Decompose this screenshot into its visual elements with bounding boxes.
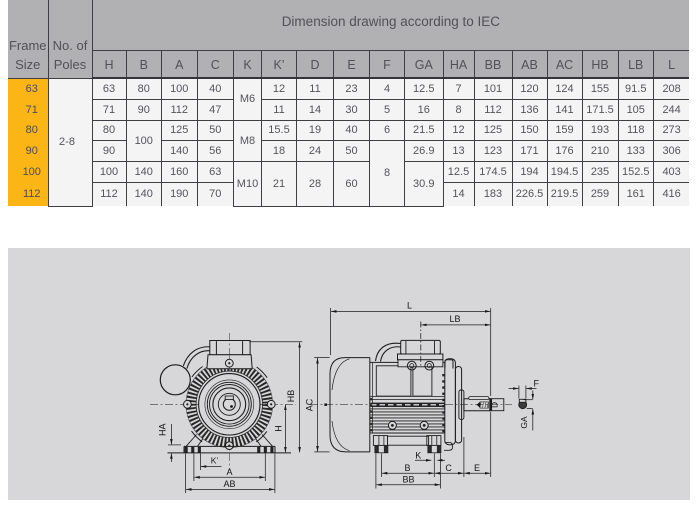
svg-text:B: B xyxy=(404,463,410,473)
svg-text:LB: LB xyxy=(449,314,460,324)
svg-text:HB: HB xyxy=(286,390,296,403)
svg-text:L: L xyxy=(407,301,412,311)
svg-text:AC: AC xyxy=(304,398,314,411)
svg-text:E: E xyxy=(474,463,480,473)
svg-text:GA: GA xyxy=(519,416,529,429)
svg-text:K’: K’ xyxy=(211,456,219,466)
svg-text:H: H xyxy=(274,425,284,432)
svg-text:A: A xyxy=(226,467,232,477)
svg-text:F: F xyxy=(534,379,540,389)
svg-text:C: C xyxy=(445,463,452,473)
svg-text:HA: HA xyxy=(157,424,167,437)
svg-text:K: K xyxy=(415,450,421,460)
svg-text:D: D xyxy=(490,402,500,408)
svg-text:BB: BB xyxy=(402,474,414,484)
svg-text:AB: AB xyxy=(223,479,235,489)
